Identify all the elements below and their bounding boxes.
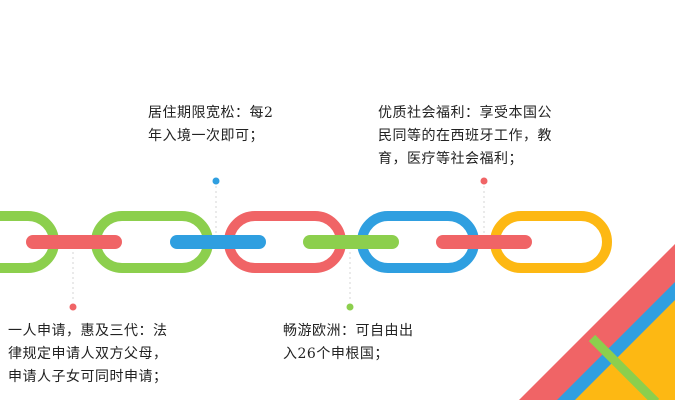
dot-family bbox=[69, 303, 77, 311]
corner-decoration bbox=[519, 244, 675, 400]
chain-link-red-1 bbox=[26, 235, 122, 249]
dot-welfare bbox=[480, 177, 488, 185]
note-family-coverage: 一人申请，惠及三代：法 律规定申请人双方父母， 申请人子女可同时申请； bbox=[8, 320, 168, 389]
note-family-line-1: 一人申请，惠及三代：法 bbox=[8, 323, 168, 339]
note-residence-line-1: 居住期限宽松：每2 bbox=[148, 105, 274, 121]
note-social-welfare: 优质社会福利：享受本国公 民同等的在西班牙工作，教 育，医疗等社会福利； bbox=[378, 102, 552, 171]
dot-travel bbox=[346, 303, 354, 311]
chain-link-blue bbox=[170, 235, 266, 249]
note-residence-period: 居住期限宽松：每2 年入境一次即可； bbox=[148, 102, 273, 148]
note-travel-line-1: 畅游欧洲：可自由出 bbox=[283, 323, 414, 339]
note-welfare-line-3: 育，医疗等社会福利； bbox=[378, 151, 523, 167]
note-family-line-2: 律规定申请人双方父母， bbox=[8, 346, 168, 362]
note-welfare-line-1: 优质社会福利：享受本国公 bbox=[378, 105, 552, 121]
corner-triangle-yellow bbox=[575, 300, 675, 400]
chain-link-red-2 bbox=[436, 235, 532, 249]
dot-residence bbox=[212, 177, 220, 185]
note-europe-travel: 畅游欧洲：可自由出 入26个申根国； bbox=[283, 320, 414, 366]
chain-link-green bbox=[303, 235, 399, 249]
corner-stripe-green bbox=[588, 334, 660, 400]
note-welfare-line-2: 民同等的在西班牙工作，教 bbox=[378, 128, 552, 144]
note-residence-line-2: 年入境一次即可； bbox=[148, 128, 264, 144]
note-travel-line-2: 入26个申根国； bbox=[283, 346, 389, 362]
leader-lines bbox=[72, 186, 485, 302]
note-family-line-3: 申请人子女可同时申请； bbox=[8, 369, 168, 385]
